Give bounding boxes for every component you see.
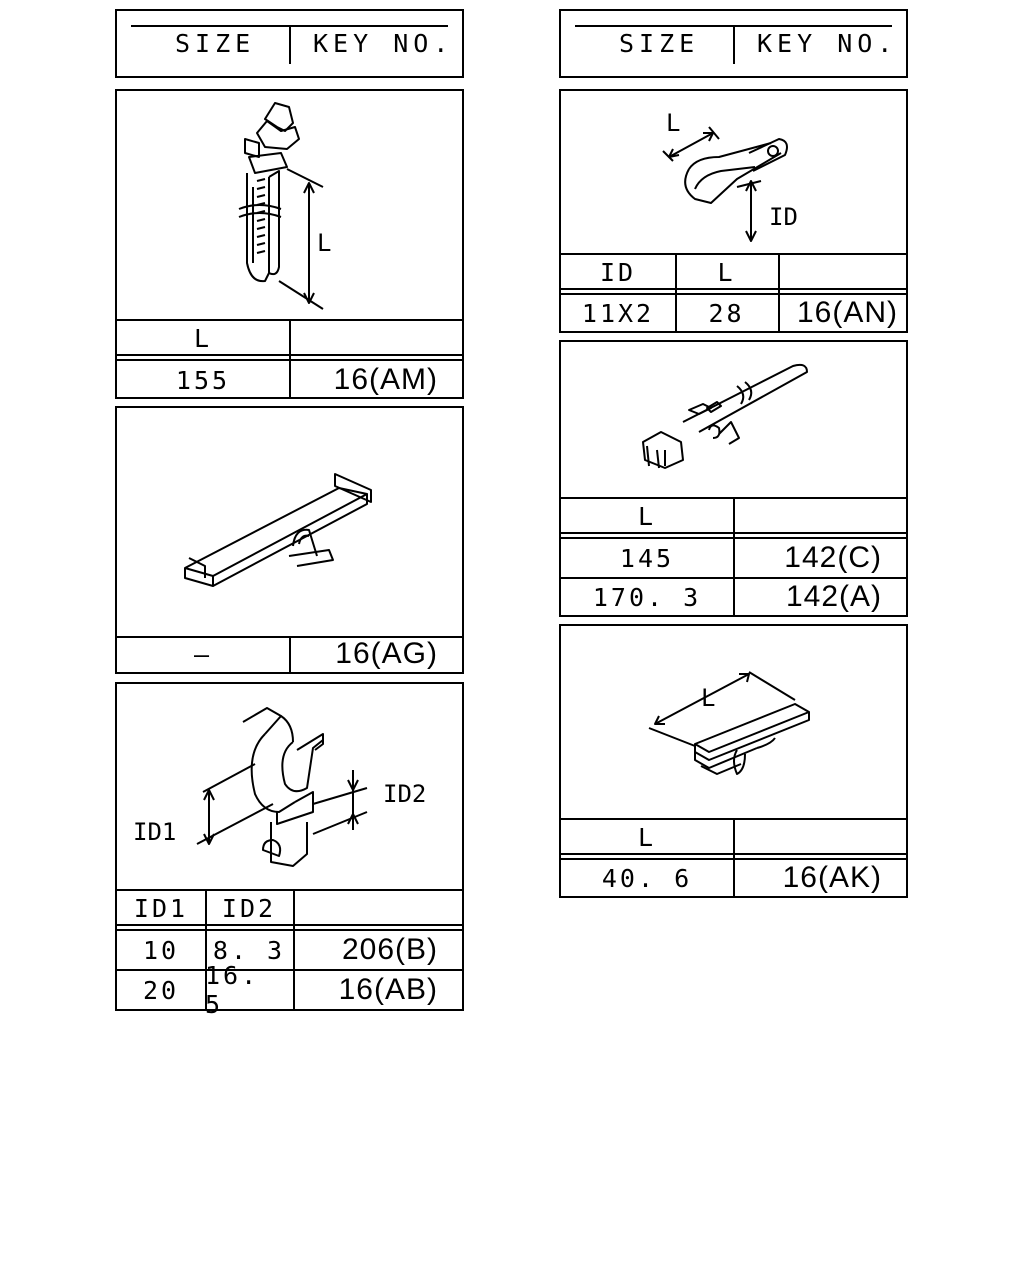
- size-table: — 16(AG): [117, 636, 462, 672]
- figure-area: [117, 408, 462, 638]
- band-clamp-drawing: L ID: [662, 109, 798, 242]
- key-number: 16(AN): [796, 296, 898, 329]
- key-header-label: KEY NO.: [757, 29, 898, 58]
- size-table: ID1 ID2 10 8. 3 206(B) 20 16. 5 16(AB): [117, 889, 462, 1019]
- header-separator: [289, 27, 291, 64]
- column-divider: [733, 497, 735, 615]
- id-value: 11X2: [581, 298, 655, 328]
- figure-area: L: [117, 91, 462, 321]
- figure-area: [561, 342, 906, 499]
- left-header: SIZE KEY NO.: [115, 9, 464, 78]
- column-divider: [289, 319, 291, 399]
- figure-area: L: [561, 626, 906, 820]
- part-panel-16ab: ID1 ID2 ID1 ID2 10 8. 3 206(B) 20 16. 5 …: [115, 682, 464, 1019]
- dim-label-id1: ID1: [133, 818, 176, 846]
- size-table: L 155 16(AM): [117, 319, 462, 399]
- col-header-l: L: [193, 323, 213, 353]
- id2-value: 16. 5: [205, 961, 260, 1019]
- flat-clip-drawing: [184, 473, 372, 587]
- column-divider: [733, 818, 735, 896]
- size-value: 170. 3: [592, 582, 702, 612]
- dim-label-id: ID: [769, 203, 798, 231]
- id1-value: 10: [142, 935, 180, 965]
- part-panel-142c: L 145 142(C) 170. 3 142(A): [559, 340, 908, 617]
- part-panel-16an: L ID ID L 11X2 28 16(AN): [559, 89, 908, 333]
- dim-label-l: L: [317, 229, 331, 257]
- double-rule: [561, 288, 906, 290]
- column-divider: [205, 889, 207, 1009]
- double-rule: [561, 293, 906, 295]
- tie-clip-drawing: [642, 363, 808, 469]
- double-clip-drawing: ID1 ID2: [133, 707, 426, 867]
- key-number: 16(AM): [333, 363, 438, 396]
- col-header-id: ID: [599, 257, 637, 287]
- column-divider: [293, 889, 295, 1009]
- row-rule: [117, 969, 462, 971]
- size-value: 40. 6: [601, 863, 693, 893]
- dim-label-id2: ID2: [383, 780, 426, 808]
- col-header-id1: ID1: [133, 893, 189, 923]
- key-number: 16(AG): [335, 637, 438, 670]
- flat-cable-clip-drawing: L: [648, 671, 810, 775]
- size-table: L 145 142(C) 170. 3 142(A): [561, 497, 906, 615]
- part-panel-16ag: — 16(AG): [115, 406, 464, 674]
- right-header: SIZE KEY NO.: [559, 9, 908, 78]
- key-number: 206(B): [341, 933, 438, 966]
- figure-area: ID1 ID2: [117, 684, 462, 891]
- size-value: 145: [619, 543, 675, 573]
- key-number: 16(AK): [782, 861, 882, 894]
- key-header-label: KEY NO.: [313, 29, 454, 58]
- double-rule: [117, 924, 462, 926]
- size-table: L 40. 6 16(AK): [561, 818, 906, 896]
- header-rule: [131, 25, 448, 27]
- dim-label-l: L: [666, 109, 680, 137]
- key-number: 142(A): [785, 580, 882, 613]
- col-header-id2: ID2: [221, 893, 277, 923]
- id1-value: 20: [142, 975, 180, 1005]
- header-separator: [733, 27, 735, 64]
- part-panel-16am: L L 155 16(AM): [115, 89, 464, 399]
- column-divider: [289, 636, 291, 672]
- key-number: 16(AB): [338, 973, 438, 1006]
- col-header-l: L: [717, 257, 736, 287]
- size-table: ID L 11X2 28 16(AN): [561, 253, 906, 331]
- column-divider: [778, 253, 780, 331]
- size-header-label: SIZE: [619, 29, 700, 58]
- figure-area: L ID: [561, 91, 906, 255]
- column-divider: [675, 253, 677, 331]
- l-value: 28: [708, 298, 745, 328]
- col-header-l: L: [637, 822, 657, 852]
- key-number: 142(C): [784, 541, 882, 574]
- part-panel-16ak: L L 40. 6 16(AK): [559, 624, 908, 898]
- cable-tie-clip-drawing: L: [238, 102, 331, 310]
- header-rule: [575, 25, 892, 27]
- double-rule: [117, 929, 462, 931]
- id2-value: 8. 3: [212, 935, 286, 965]
- size-value: —: [193, 639, 213, 669]
- size-value: 155: [175, 365, 231, 395]
- dim-label-l: L: [701, 684, 715, 712]
- col-header-l: L: [637, 501, 657, 531]
- size-header-label: SIZE: [175, 29, 256, 58]
